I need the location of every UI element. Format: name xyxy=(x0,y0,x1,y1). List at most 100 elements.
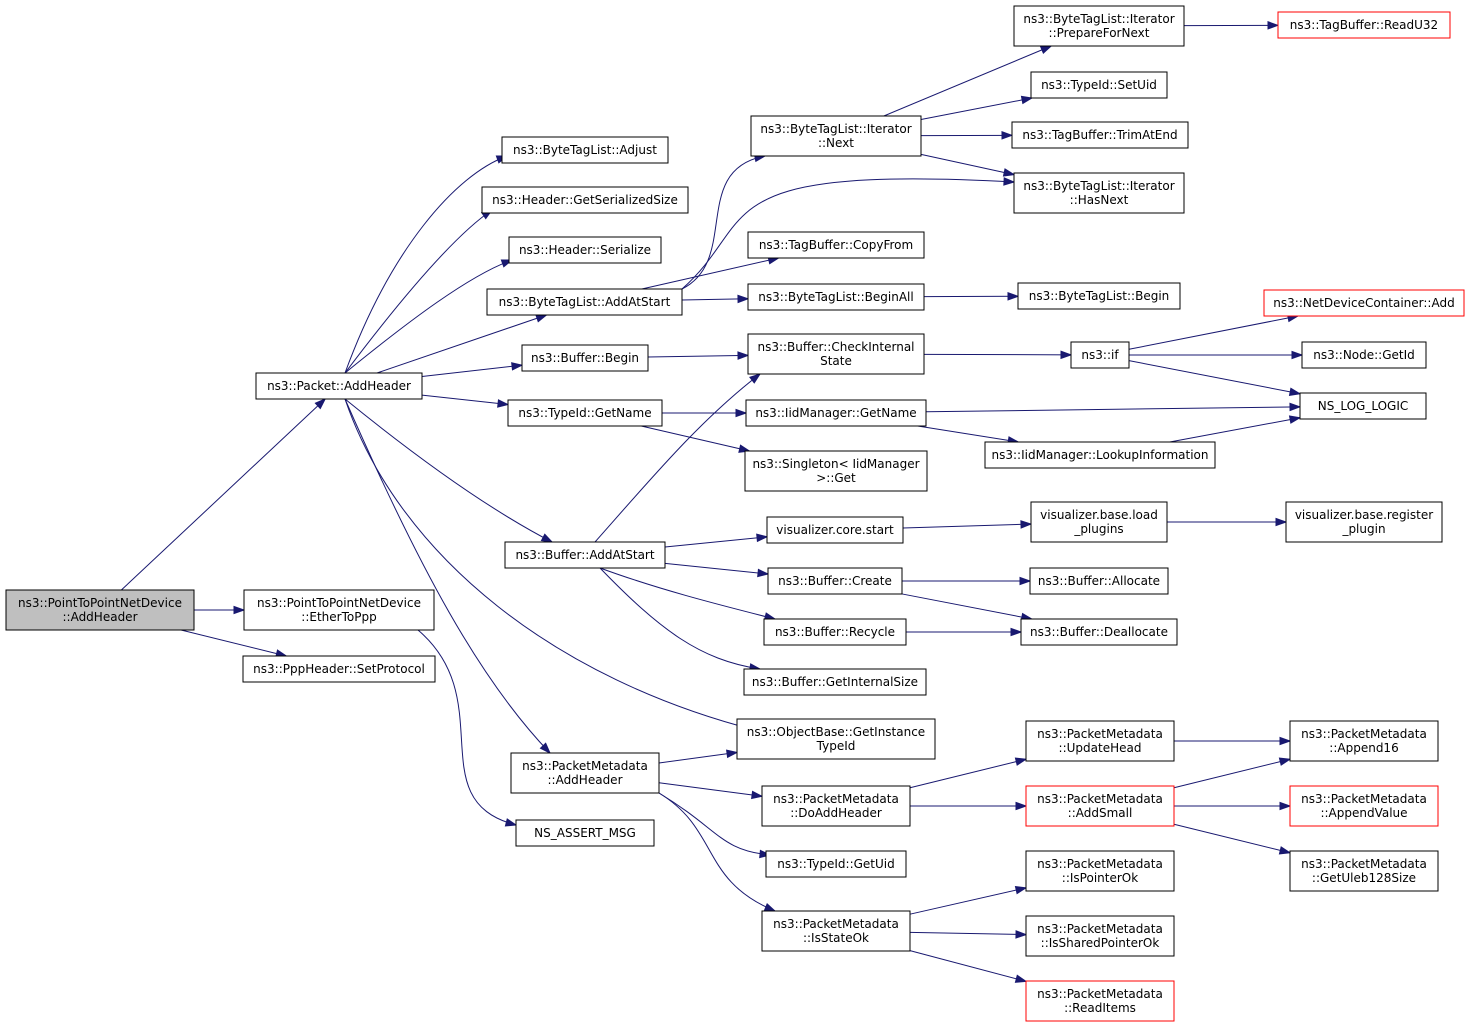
node-box xyxy=(510,752,660,794)
node-label: ns3::TagBuffer::ReadU32 xyxy=(1290,18,1438,32)
node-label: ns3::PppHeader::SetProtocol xyxy=(253,662,425,676)
node-label: ns3::PacketMetadata xyxy=(1037,727,1163,741)
node-label: ns3::Header::Serialize xyxy=(519,243,651,257)
node-label: ::PrepareForNext xyxy=(1049,26,1150,40)
node-typeid-getname[interactable]: ns3::TypeId::GetName xyxy=(507,399,663,427)
node-buf-recycle[interactable]: ns3::Buffer::Recycle xyxy=(763,618,907,646)
node-label: ns3::ByteTagList::Begin xyxy=(1029,289,1170,303)
node-singleton-get[interactable]: ns3::Singleton< IidManager>::Get xyxy=(744,450,928,492)
call-edge xyxy=(662,408,748,418)
node-label: ns3::PointToPointNetDevice xyxy=(18,596,182,610)
call-edge xyxy=(883,45,1053,117)
node-label: TypeId xyxy=(816,739,856,753)
node-btl-iter-prepare[interactable]: ns3::ByteTagList::Iterator::PrepareForNe… xyxy=(1013,5,1185,47)
node-label: ns3::ByteTagList::AddAtStart xyxy=(499,295,671,309)
node-pm-append16[interactable]: ns3::PacketMetadata::Append16 xyxy=(1289,720,1439,762)
node-box xyxy=(763,618,907,646)
node-vis-base-loadplugins[interactable]: visualizer.base.load_plugins xyxy=(1030,501,1168,543)
call-edges xyxy=(120,21,1304,983)
node-pm-addheader[interactable]: ns3::PacketMetadata::AddHeader xyxy=(510,752,660,794)
node-hdr-serialize[interactable]: ns3::Header::Serialize xyxy=(508,236,662,264)
node-btl-beginall[interactable]: ns3::ByteTagList::BeginAll xyxy=(747,283,925,311)
node-box xyxy=(750,115,922,157)
call-edge xyxy=(906,627,1023,637)
node-pm-isstateok[interactable]: ns3::PacketMetadata::IsStateOk xyxy=(761,910,911,952)
node-label: ns3::Buffer::CheckInternal xyxy=(757,340,914,354)
node-pm-getuleb128size[interactable]: ns3::PacketMetadata::GetUleb128Size xyxy=(1289,850,1439,892)
node-ns-assert-msg[interactable]: NS_ASSERT_MSG xyxy=(515,819,655,847)
node-box xyxy=(1011,121,1189,149)
node-label: ns3::Buffer::Create xyxy=(778,574,892,588)
node-pm-doaddheader[interactable]: ns3::PacketMetadata::DoAddHeader xyxy=(761,785,911,827)
node-typeid-getuid[interactable]: ns3::TypeId::GetUid xyxy=(765,850,907,878)
call-edge xyxy=(1128,360,1302,397)
node-packet-addheader[interactable]: ns3::Packet::AddHeader xyxy=(255,372,423,400)
node-btl-begin[interactable]: ns3::ByteTagList::Begin xyxy=(1017,282,1181,310)
node-btl-iter-next[interactable]: ns3::ByteTagList::Iterator::Next xyxy=(750,115,922,157)
node-pm-ispointerok[interactable]: ns3::PacketMetadata::IsPointerOk xyxy=(1025,850,1175,892)
node-label: ns3::ObjectBase::GetInstance xyxy=(747,725,925,739)
node-btl-adjust[interactable]: ns3::ByteTagList::Adjust xyxy=(501,136,669,164)
call-edge xyxy=(920,95,1034,121)
node-tb-copyfrom[interactable]: ns3::TagBuffer::CopyFrom xyxy=(747,231,925,259)
call-edge xyxy=(658,792,772,859)
node-label: ns3::Buffer::Allocate xyxy=(1038,574,1160,588)
node-label: ::IsSharedPointerOk xyxy=(1041,936,1160,950)
call-edge xyxy=(923,350,1073,360)
node-pm-updatehead[interactable]: ns3::PacketMetadata::UpdateHead xyxy=(1025,720,1175,762)
node-label: ns3::NetDeviceContainer::Add xyxy=(1273,296,1454,310)
node-label: State xyxy=(820,354,852,368)
node-label: ns3::ByteTagList::Iterator xyxy=(1023,12,1174,26)
node-hdr-getsersize[interactable]: ns3::Header::GetSerializedSize xyxy=(481,186,689,214)
node-box xyxy=(766,516,904,544)
node-pm-appendvalue[interactable]: ns3::PacketMetadata::AppendValue xyxy=(1289,785,1439,827)
node-vis-base-registerplugin[interactable]: visualizer.base.register_plugin xyxy=(1285,501,1443,543)
node-box xyxy=(486,288,683,316)
call-edge xyxy=(1174,801,1292,811)
node-box xyxy=(1013,172,1185,214)
node-pm-readitems[interactable]: ns3::PacketMetadata::ReadItems xyxy=(1025,980,1175,1022)
node-vis-core-start[interactable]: visualizer.core.start xyxy=(766,516,904,544)
node-label: _plugins xyxy=(1073,522,1123,536)
node-buf-addatstart[interactable]: ns3::Buffer::AddAtStart xyxy=(504,541,666,569)
node-ns3-if[interactable]: ns3::if xyxy=(1070,341,1130,369)
node-box xyxy=(1285,501,1443,543)
node-label: ns3::Header::GetSerializedSize xyxy=(492,193,678,207)
node-buf-deallocate[interactable]: ns3::Buffer::Deallocate xyxy=(1020,618,1178,646)
call-edge xyxy=(901,593,1034,622)
node-buf-getinternalsize[interactable]: ns3::Buffer::GetInternalSize xyxy=(743,668,927,696)
call-edge xyxy=(344,209,494,374)
node-buf-allocate[interactable]: ns3::Buffer::Allocate xyxy=(1029,567,1169,595)
node-tb-readu32[interactable]: ns3::TagBuffer::ReadU32 xyxy=(1277,11,1451,39)
node-pm-issharedpointerok[interactable]: ns3::PacketMetadata::IsSharedPointerOk xyxy=(1025,915,1175,957)
node-typeid-setuid[interactable]: ns3::TypeId::SetUid xyxy=(1030,71,1168,99)
node-box xyxy=(481,186,689,214)
node-node-getid[interactable]: ns3::Node::GetId xyxy=(1301,341,1427,369)
call-edge xyxy=(664,533,769,548)
node-buf-begin[interactable]: ns3::Buffer::Begin xyxy=(521,344,649,372)
node-box xyxy=(1030,71,1168,99)
node-root[interactable]: ns3::PointToPointNetDevice::AddHeader xyxy=(5,589,195,631)
node-box xyxy=(1025,850,1175,892)
node-btl-iter-hasnext[interactable]: ns3::ByteTagList::Iterator::HasNext xyxy=(1013,172,1185,214)
node-buf-create[interactable]: ns3::Buffer::Create xyxy=(767,567,903,595)
call-edge xyxy=(902,576,1032,586)
node-label: ns3::TypeId::GetUid xyxy=(777,857,895,871)
node-ethertoppp[interactable]: ns3::PointToPointNetDevice::EtherToPpp xyxy=(243,589,435,631)
node-box xyxy=(767,567,903,595)
node-ndc-add[interactable]: ns3::NetDeviceContainer::Add xyxy=(1263,289,1465,317)
node-ppp-setprotocol[interactable]: ns3::PppHeader::SetProtocol xyxy=(242,655,436,683)
node-iid-lookupinfo[interactable]: ns3::IidManager::LookupInformation xyxy=(984,441,1216,469)
call-edge xyxy=(681,153,767,290)
call-edge xyxy=(658,782,764,800)
node-box xyxy=(508,236,662,264)
node-pm-addsmall[interactable]: ns3::PacketMetadata::AddSmall xyxy=(1025,785,1175,827)
node-iid-getname[interactable]: ns3::IidManager::GetName xyxy=(745,399,927,427)
node-box xyxy=(1025,720,1175,762)
node-tb-trimatend[interactable]: ns3::TagBuffer::TrimAtEnd xyxy=(1011,121,1189,149)
node-ns-log-logic[interactable]: NS_LOG_LOGIC xyxy=(1299,392,1427,420)
call-edge xyxy=(417,629,518,827)
node-btl-addatstart[interactable]: ns3::ByteTagList::AddAtStart xyxy=(486,288,683,316)
